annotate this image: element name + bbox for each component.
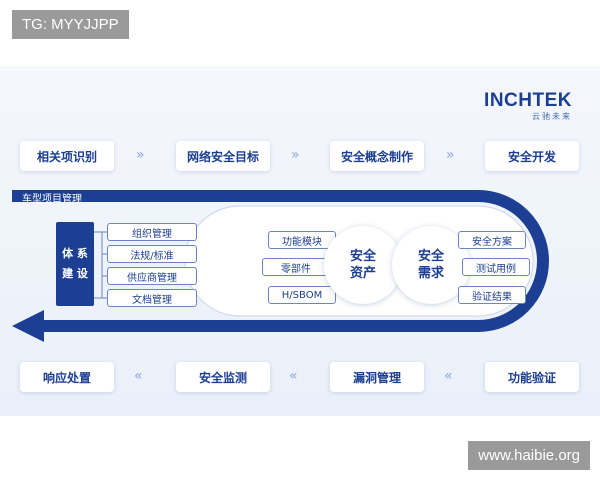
step-function-verification: 功能验证 bbox=[485, 362, 579, 392]
step-item-identification: 相关项识别 bbox=[20, 141, 114, 171]
security-assets-circle: 安全 资产 bbox=[324, 226, 402, 304]
management-item: 组织管理 bbox=[107, 223, 197, 241]
step-arrow-icon: » bbox=[446, 147, 454, 163]
company-logo: INCHTEK 云驰未来 bbox=[484, 90, 572, 122]
system-build-line2: 建 设 bbox=[62, 267, 88, 280]
logo-subtitle: 云驰未来 bbox=[532, 112, 572, 121]
step-security-monitoring: 安全监测 bbox=[176, 362, 270, 392]
step-security-development: 安全开发 bbox=[485, 141, 579, 171]
circle-req-line1: 安全 bbox=[417, 249, 444, 264]
asset-item: 功能模块 bbox=[268, 231, 336, 249]
project-management-label: 车型项目管理 bbox=[22, 194, 82, 205]
requirement-item: 测试用例 bbox=[462, 258, 530, 276]
circle-req-line2: 需求 bbox=[417, 266, 444, 281]
step-arrow-left-icon: « bbox=[134, 368, 142, 384]
loop-arrowhead-icon bbox=[12, 310, 44, 342]
system-build-line1: 体 系 bbox=[62, 247, 88, 260]
management-item: 供应商管理 bbox=[107, 267, 197, 285]
requirement-item: 验证结果 bbox=[458, 286, 526, 304]
step-arrow-left-icon: « bbox=[444, 368, 452, 384]
asset-item: 零部件 bbox=[262, 258, 330, 276]
circle-assets-line2: 资产 bbox=[349, 266, 376, 281]
circle-assets-line1: 安全 bbox=[349, 249, 376, 264]
step-arrow-icon: » bbox=[136, 147, 144, 163]
security-requirements-circle: 安全 需求 bbox=[392, 226, 470, 304]
management-item: 文档管理 bbox=[107, 289, 197, 307]
logo-brand: INCHTEK bbox=[484, 90, 572, 111]
watermark-bottom-right: www.haibie.org bbox=[468, 441, 590, 470]
loop-path bbox=[12, 190, 549, 332]
system-build-block: 体 系 建 设 bbox=[56, 222, 94, 306]
step-response-handling: 响应处置 bbox=[20, 362, 114, 392]
step-arrow-left-icon: « bbox=[289, 368, 297, 384]
step-security-concept: 安全概念制作 bbox=[330, 141, 424, 171]
step-vulnerability-management: 漏洞管理 bbox=[330, 362, 424, 392]
step-cyber-goals: 网络安全目标 bbox=[176, 141, 270, 171]
watermark-top-left: TG: MYYJJPP bbox=[12, 10, 129, 39]
requirement-item: 安全方案 bbox=[458, 231, 526, 249]
asset-item: H/SBOM bbox=[268, 286, 336, 304]
management-item: 法规/标准 bbox=[107, 245, 197, 263]
step-arrow-icon: » bbox=[291, 147, 299, 163]
